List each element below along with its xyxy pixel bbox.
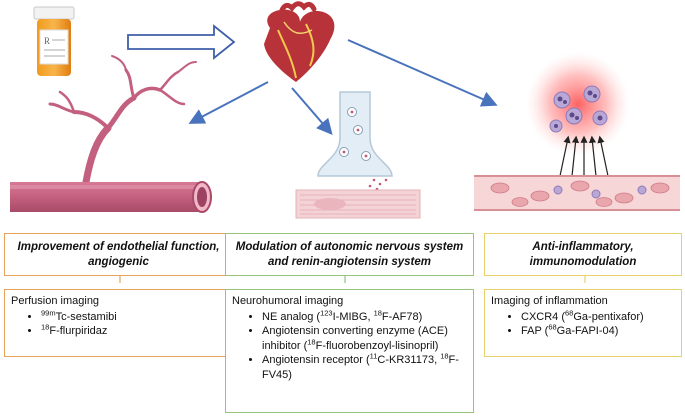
list-item: CXCR4 (68Ga-pentixafor) (521, 309, 675, 325)
synapse-icon (295, 91, 421, 219)
heart-icon (264, 1, 335, 83)
pill-bottle-icon: R (33, 6, 75, 76)
inflamed-vessel-icon (474, 52, 680, 211)
svg-text:R: R (44, 36, 50, 46)
list-heading: Perfusion imaging (11, 295, 100, 307)
panel-title-inflammation: Anti-inflammatory, immunomodulation (484, 233, 682, 276)
panel-list-inflammation: Imaging of inflammation CXCR4 (68Ga-pent… (484, 289, 682, 357)
hollow-arrow-icon (127, 24, 236, 60)
list-heading: Neurohumoral imaging (232, 295, 344, 307)
list-item: 18F-flurpiridaz (41, 323, 226, 339)
panel-title-autonomic: Modulation of autonomic nervous system a… (225, 233, 474, 276)
panel-list-perfusion: Perfusion imaging 99mTc-sestamibi 18F-fl… (4, 289, 233, 357)
blood-vessel-icon (10, 55, 212, 213)
list-item: Angiotensin converting enzyme (ACE) inhi… (262, 324, 467, 353)
panel-title-endothelial: Improvement of endothelial function, ang… (4, 233, 233, 276)
panel-list-neurohumoral: Neurohumoral imaging NE analog (123I-MIB… (225, 289, 474, 413)
list-item: FAP (68Ga-FAPI-04) (521, 323, 675, 339)
list-heading: Imaging of inflammation (491, 295, 608, 307)
list-item: 99mTc-sestamibi (41, 309, 226, 325)
list-item: Angiotensin receptor (11C-KR31173, 18F-F… (262, 352, 467, 382)
arrow-to-inflammation (347, 39, 498, 107)
list-item: NE analog (123I-MIBG, 18F-AF78) (262, 309, 467, 325)
arrow-to-vessel (188, 81, 269, 124)
arrow-to-synapse (291, 87, 333, 136)
